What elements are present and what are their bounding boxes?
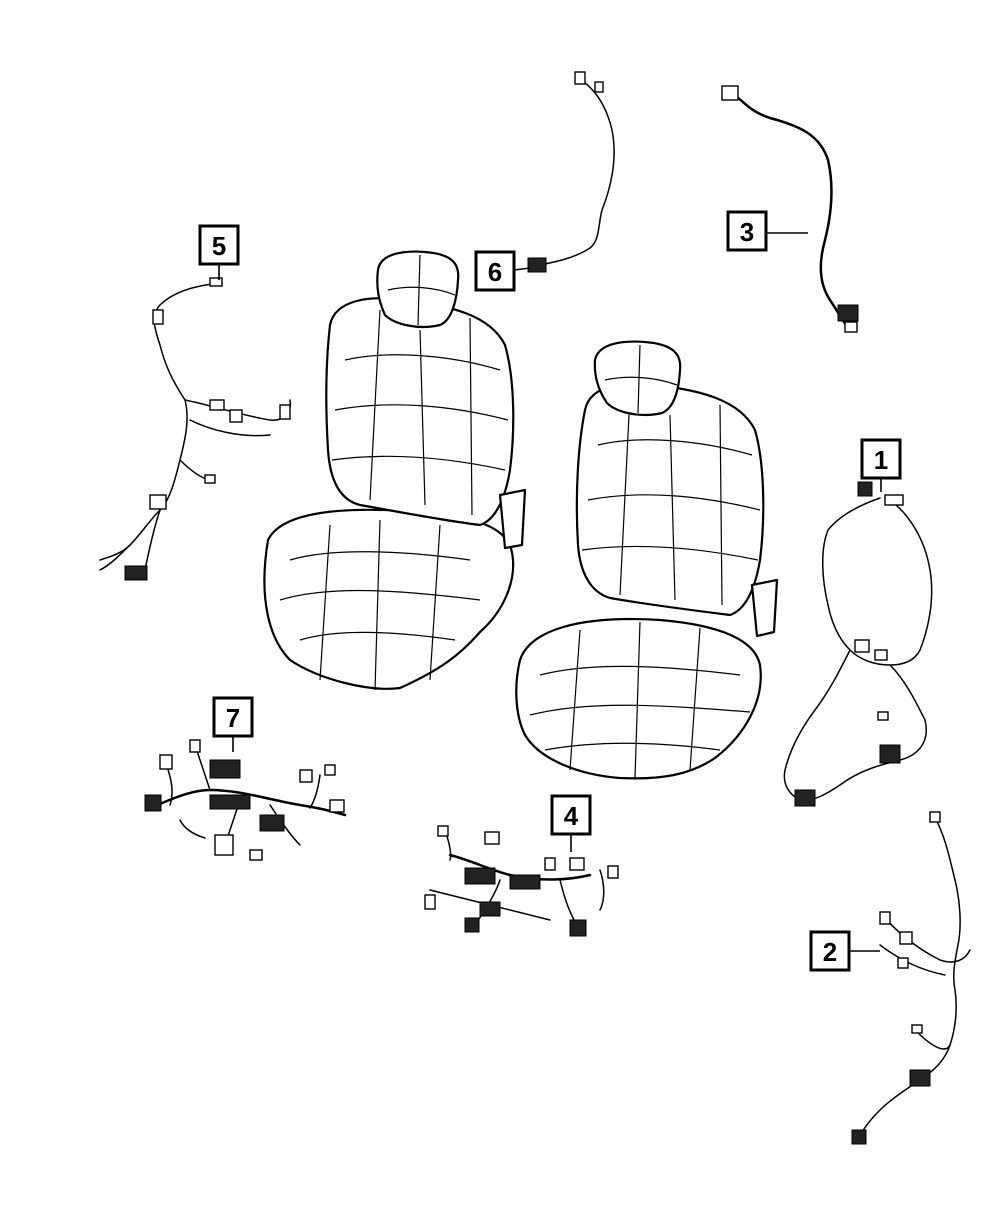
harness-7 bbox=[144, 739, 347, 861]
callout-6-label: 6 bbox=[488, 257, 502, 287]
callout-7-label: 7 bbox=[226, 703, 240, 733]
harness-6 bbox=[527, 71, 615, 273]
right-seat bbox=[515, 340, 779, 780]
left-seat bbox=[263, 250, 527, 691]
callout-5[interactable]: 5 bbox=[198, 224, 240, 280]
callout-4-label: 4 bbox=[564, 801, 579, 831]
callout-6[interactable]: 6 bbox=[474, 250, 531, 292]
callout-3-label: 3 bbox=[740, 217, 754, 247]
callout-2-label: 2 bbox=[823, 937, 837, 967]
callout-1[interactable]: 1 bbox=[860, 438, 902, 492]
callout-4[interactable]: 4 bbox=[550, 794, 592, 852]
callout-3[interactable]: 3 bbox=[726, 210, 808, 252]
callout-2[interactable]: 2 bbox=[809, 930, 880, 972]
callout-7[interactable]: 7 bbox=[212, 696, 254, 752]
callout-1-label: 1 bbox=[874, 445, 888, 475]
callout-5-label: 5 bbox=[212, 231, 226, 261]
harness-5 bbox=[99, 277, 292, 581]
harness-1 bbox=[783, 481, 933, 807]
harness-3 bbox=[721, 85, 859, 333]
harness-2 bbox=[851, 811, 971, 1145]
harness-4 bbox=[424, 825, 619, 937]
